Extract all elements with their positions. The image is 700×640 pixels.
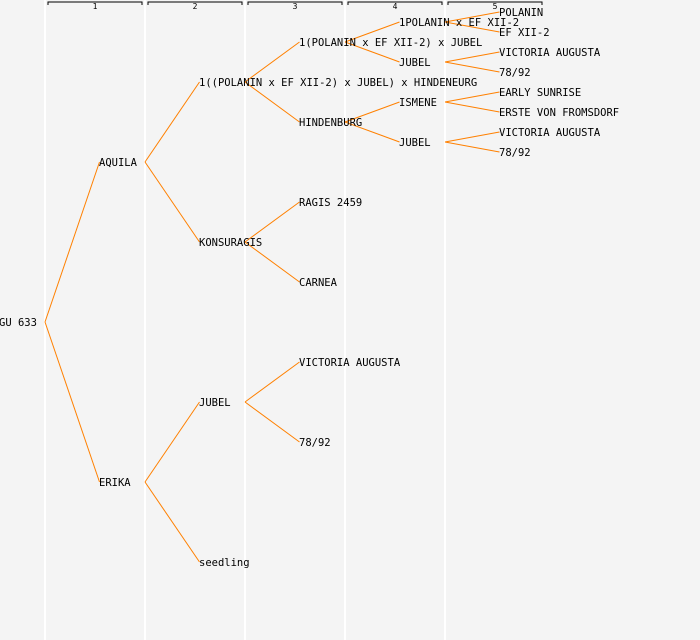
ancestor-cultivar: seedling: [199, 557, 250, 569]
generation-bracket: [147, 1, 243, 5]
ancestor-cultivar: KONSURAGIS: [199, 237, 262, 249]
generation-bracket: [347, 1, 443, 5]
generation-bracket: [247, 1, 343, 5]
pedigree-connector: [444, 91, 500, 103]
ancestor-cultivar: POLANIN: [499, 7, 543, 19]
ancestor-cultivar: 1(POLANIN x EF XII-2) x JUBEL: [299, 37, 482, 49]
pedigree-connector: [344, 41, 400, 63]
pedigree-connector: [244, 361, 300, 403]
pedigree-connector: [444, 141, 500, 153]
root-cultivar: GU 633: [0, 317, 37, 329]
ancestor-cultivar: ISMENE: [399, 97, 437, 109]
pedigree-connector: [144, 401, 200, 483]
ancestor-cultivar: VICTORIA AUGUSTA: [299, 357, 401, 369]
ancestor-cultivar: JUBEL: [199, 397, 231, 409]
pedigree-connector: [344, 101, 400, 123]
pedigree-connector: [444, 21, 500, 33]
parent-cultivar-link[interactable]: AQUILA: [99, 157, 138, 169]
ancestor-cultivar: EF XII-2: [499, 27, 550, 39]
generation-label: 2: [193, 2, 198, 11]
pedigree-connector: [444, 131, 500, 143]
ancestor-cultivar: 78/92: [499, 67, 531, 79]
ancestor-cultivar: EARLY SUNRISE: [499, 87, 581, 99]
pedigree-connector: [244, 241, 300, 283]
ancestor-cultivar: VICTORIA AUGUSTA: [499, 47, 601, 59]
ancestor-cultivar: JUBEL: [399, 57, 431, 69]
parent-cultivar-link[interactable]: ERIKA: [99, 477, 131, 489]
pedigree-connector: [144, 481, 200, 563]
pedigree-connector: [444, 11, 500, 23]
ancestor-cultivar: RAGIS 2459: [299, 197, 362, 209]
pedigree-connector: [444, 51, 500, 63]
ancestor-cultivar: ERSTE VON FROMSDORF: [499, 107, 619, 119]
pedigree-connector: [44, 161, 100, 323]
ancestor-cultivar: 1POLANIN x EF XII-2: [399, 17, 519, 29]
pedigree-connector: [344, 121, 400, 143]
ancestor-cultivar: 78/92: [299, 437, 331, 449]
ancestor-cultivar: 1((POLANIN x EF XII-2) x JUBEL) x HINDEN…: [199, 77, 477, 89]
pedigree-connector: [144, 161, 200, 243]
pedigree-connector: [244, 81, 300, 123]
pedigree-connector: [144, 81, 200, 163]
ancestor-cultivar: 78/92: [499, 147, 531, 159]
generation-label: 3: [293, 2, 298, 11]
pedigree-connector: [44, 321, 100, 483]
pedigree-connector: [444, 101, 500, 113]
ancestor-cultivar: HINDENBURG: [299, 117, 362, 129]
pedigree-connector: [244, 401, 300, 443]
ancestor-cultivar: CARNEA: [299, 277, 338, 289]
pedigree-connector: [244, 201, 300, 243]
generation-bracket: [447, 1, 543, 5]
generation-bracket: [47, 1, 143, 5]
generation-label: 5: [493, 2, 498, 11]
generation-label: 1: [93, 2, 98, 11]
ancestor-cultivar: JUBEL: [399, 137, 431, 149]
pedigree-connector: [344, 21, 400, 43]
pedigree-connector: [444, 61, 500, 73]
ancestor-cultivar: VICTORIA AUGUSTA: [499, 127, 601, 139]
pedigree-connector: [244, 41, 300, 83]
generation-label: 4: [393, 2, 398, 11]
